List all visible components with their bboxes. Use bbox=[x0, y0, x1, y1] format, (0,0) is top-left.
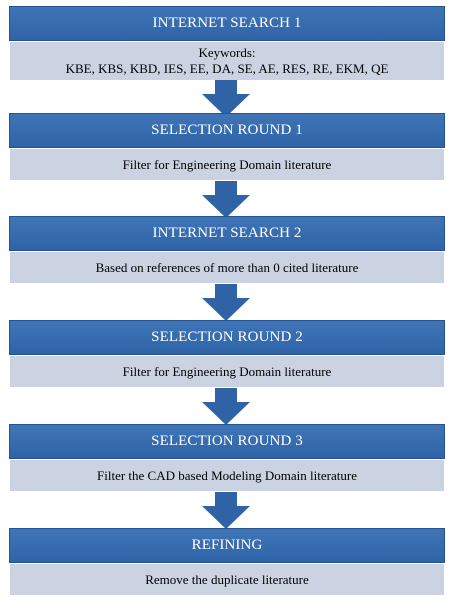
step-detail: Filter the CAD based Modeling Domain lit… bbox=[9, 459, 445, 492]
step-detail: Keywords: KBE, KBS, KBD, IES, EE, DA, SE… bbox=[9, 41, 445, 81]
step-title: SELECTION ROUND 3 bbox=[9, 424, 445, 459]
down-arrow-icon bbox=[202, 284, 250, 321]
step-detail: Filter for Engineering Domain literature bbox=[9, 148, 445, 181]
step-title: INTERNET SEARCH 1 bbox=[9, 6, 445, 41]
down-arrow-icon bbox=[202, 181, 250, 218]
keywords-list: KBE, KBS, KBD, IES, EE, DA, SE, AE, RES,… bbox=[65, 61, 389, 76]
step-title: SELECTION ROUND 1 bbox=[9, 113, 445, 148]
step-detail: Filter for Engineering Domain literature bbox=[9, 355, 445, 388]
step-detail: Remove the duplicate literature bbox=[9, 563, 445, 596]
step-detail: Based on references of more than 0 cited… bbox=[9, 251, 445, 284]
keywords-label: Keywords: bbox=[198, 45, 256, 60]
down-arrow-icon bbox=[202, 388, 250, 425]
step-title: INTERNET SEARCH 2 bbox=[9, 216, 445, 251]
down-arrow-icon bbox=[202, 492, 250, 529]
down-arrow-icon bbox=[202, 80, 250, 117]
step-title: REFINING bbox=[9, 528, 445, 563]
step-title: SELECTION ROUND 2 bbox=[9, 320, 445, 355]
